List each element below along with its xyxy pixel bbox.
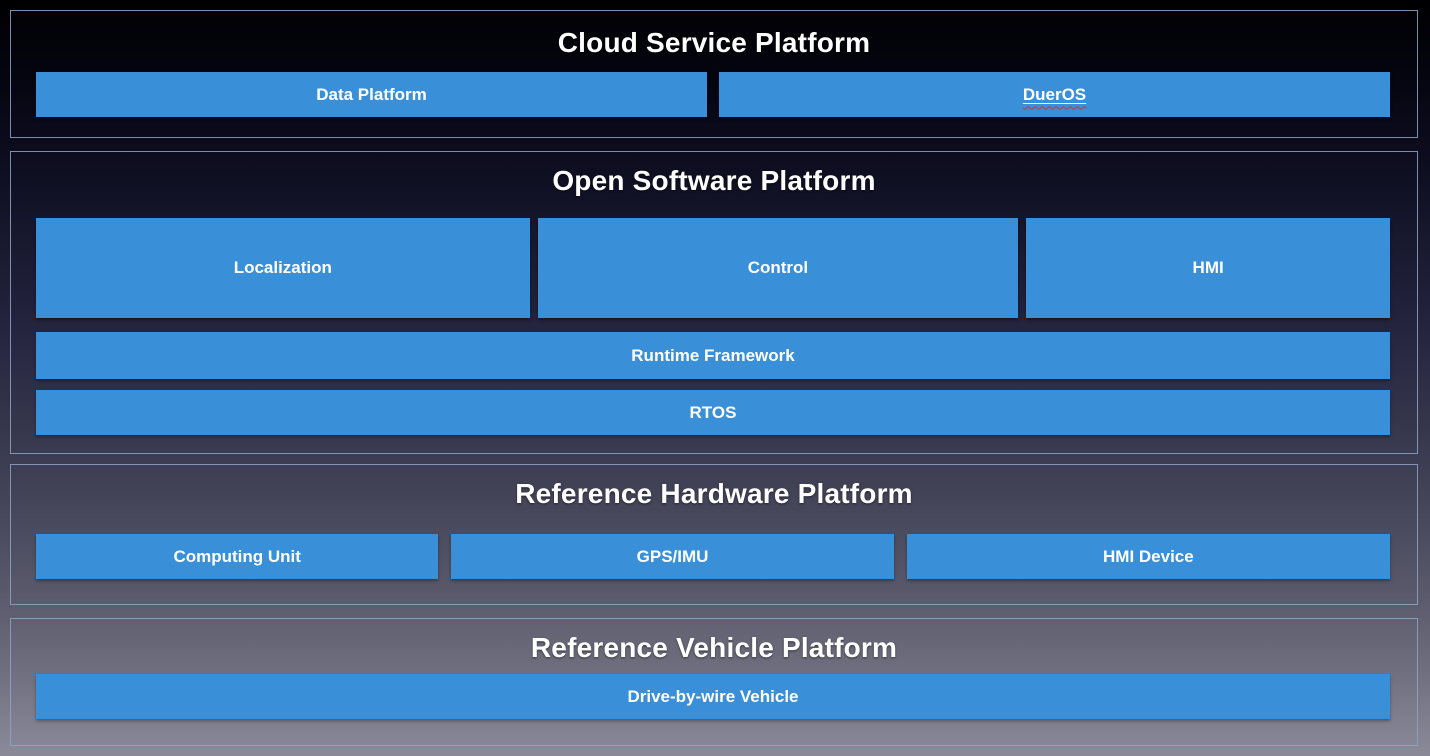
- section-reference-vehicle-platform: Reference Vehicle Platform Drive-by-wire…: [10, 618, 1418, 746]
- box-drive-by-wire-vehicle: Drive-by-wire Vehicle: [36, 674, 1390, 719]
- box-computing-unit: Computing Unit: [36, 534, 439, 579]
- runtime-framework-row: Runtime Framework: [36, 332, 1390, 379]
- reference-hardware-platform-title: Reference Hardware Platform: [515, 478, 913, 509]
- box-localization: Localization: [36, 218, 530, 318]
- box-dueros: DuerOS: [719, 72, 1390, 117]
- box-gps-imu: GPS/IMU: [451, 534, 894, 579]
- section-reference-hardware-platform: Reference Hardware Platform Computing Un…: [10, 464, 1418, 605]
- open-software-platform-title: Open Software Platform: [552, 165, 876, 196]
- box-rtos: RTOS: [36, 390, 1390, 435]
- box-control: Control: [537, 218, 1019, 318]
- reference-vehicle-platform-title: Reference Vehicle Platform: [530, 632, 898, 663]
- box-runtime-framework: Runtime Framework: [36, 332, 1390, 379]
- box-runtime-framework-label: Runtime Framework: [631, 345, 795, 365]
- dueros-spellcheck-underline: DuerOS: [1023, 85, 1086, 105]
- box-hmi: HMI: [1026, 218, 1390, 318]
- software-modules-row: Localization Control HMI: [36, 218, 1390, 318]
- box-data-platform: Data Platform: [36, 72, 707, 117]
- rtos-row: RTOS: [36, 390, 1390, 435]
- box-localization-label: Localization: [233, 258, 332, 277]
- box-hmi-device-label: HMI Device: [1103, 546, 1194, 566]
- box-hmi-device: HMI Device: [906, 534, 1390, 579]
- box-rtos-label: RTOS: [689, 402, 737, 422]
- box-gps-imu-label: GPS/IMU: [636, 546, 709, 566]
- box-drive-by-wire-vehicle-label: Drive-by-wire Vehicle: [627, 686, 799, 706]
- box-data-platform-label: Data Platform: [316, 84, 427, 104]
- cloud-boxes-row: Data Platform DuerOS: [36, 72, 1390, 117]
- section-cloud-service-platform: Cloud Service Platform Data Platform Due…: [10, 10, 1418, 138]
- box-dueros-label: DuerOS: [1022, 84, 1087, 104]
- section-open-software-platform: Open Software Platform Localization Cont…: [10, 151, 1418, 454]
- box-control-label: Control: [747, 258, 809, 277]
- box-computing-unit-label: Computing Unit: [173, 546, 301, 566]
- box-hmi-label: HMI: [1192, 258, 1224, 277]
- hardware-boxes-row: Computing Unit GPS/IMU HMI Device: [36, 534, 1390, 579]
- cloud-service-platform-title: Cloud Service Platform: [557, 27, 871, 58]
- vehicle-boxes-row: Drive-by-wire Vehicle: [36, 674, 1390, 719]
